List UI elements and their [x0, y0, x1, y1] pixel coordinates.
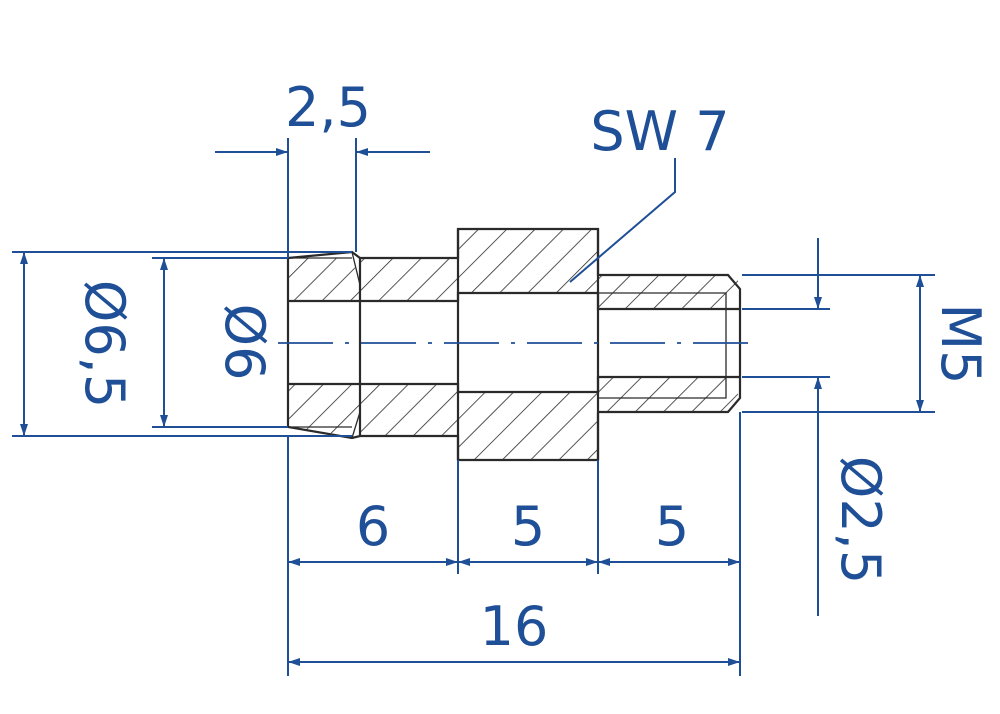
dim-outer-diameter-label: Ø6,5 — [73, 280, 136, 408]
dim-segments: 6 5 5 — [287, 412, 741, 676]
dim-total-length-label: 16 — [480, 595, 549, 658]
dim-top-width: 2,5 — [215, 76, 430, 258]
bore-lines — [288, 291, 740, 394]
dim-bore-diameter: Ø2,5 — [742, 238, 892, 616]
dim-thread-label: M5 — [929, 304, 992, 385]
hatch-top — [288, 229, 738, 309]
dim-inner-diameter: Ø6 — [152, 257, 288, 428]
step-lines — [358, 229, 600, 460]
dim-segment-2-label: 5 — [511, 495, 545, 558]
thread-lines — [598, 292, 740, 399]
dim-total-length: 16 — [288, 595, 740, 666]
dim-top-width-label: 2,5 — [285, 76, 371, 139]
dim-thread: M5 — [742, 274, 992, 413]
dim-outer-diameter: Ø6,5 — [12, 251, 352, 437]
dim-bore-diameter-label: Ø2,5 — [829, 456, 892, 584]
outline-bottom — [286, 258, 600, 462]
dim-wrench-label: SW 7 — [590, 100, 729, 163]
part-section — [278, 227, 752, 462]
dim-segment-1-label: 6 — [356, 495, 390, 558]
dim-segment-3-label: 5 — [655, 495, 689, 558]
dim-inner-diameter-label: Ø6 — [213, 304, 276, 381]
dim-wrench: SW 7 — [569, 100, 730, 283]
hatch-bottom — [288, 377, 738, 460]
